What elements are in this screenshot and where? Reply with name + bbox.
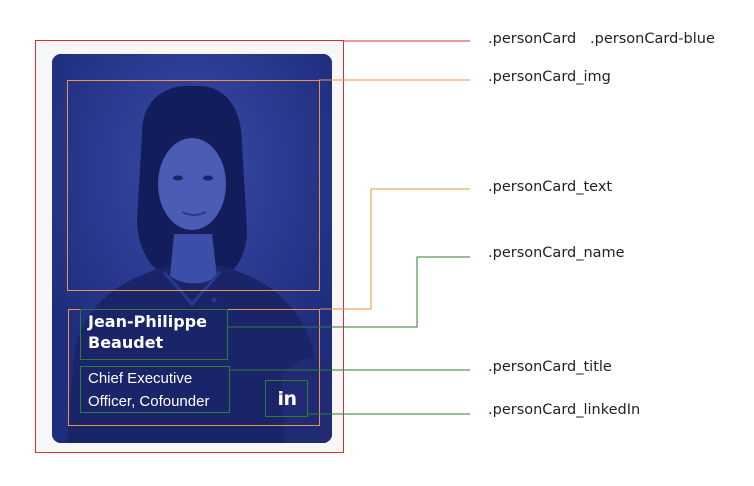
annotation-label-img: .personCard_img <box>488 69 611 85</box>
annotation-label-name: .personCard_name <box>488 245 625 261</box>
annotation-label-card-classes: .personCard .personCard-blue <box>488 31 715 47</box>
annotation-label-title: .personCard_title <box>488 359 612 375</box>
person-card-title: Chief Executive Officer, Cofounder <box>88 370 210 410</box>
annotation-label-linkedin: .personCard_linkedIn <box>488 402 641 418</box>
annotation-label-text: .personCard_text <box>488 179 613 195</box>
person-card: Jean-Philippe Beaudet Chief Executive Of… <box>52 54 332 443</box>
linkedin-icon[interactable]: in <box>277 388 297 410</box>
person-card-name: Jean-Philippe Beaudet <box>88 312 207 352</box>
